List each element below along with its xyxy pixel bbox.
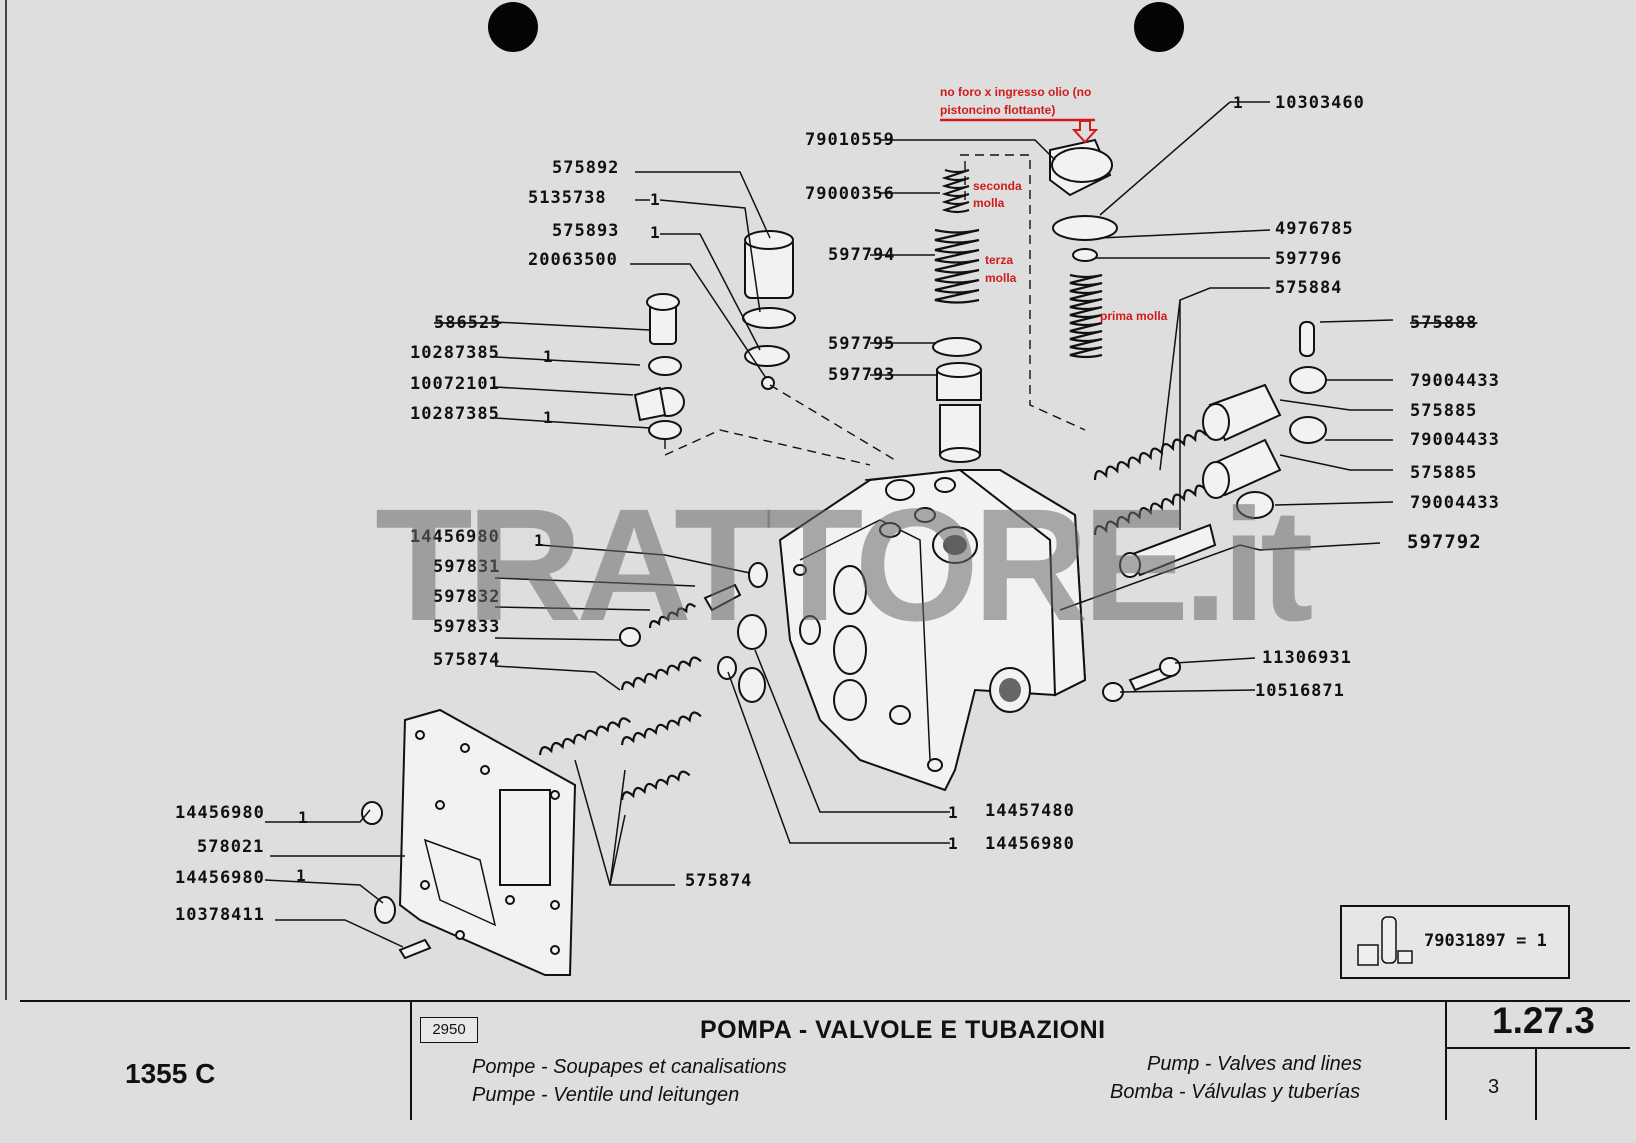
label-575874-a: 575874 [433, 650, 500, 670]
qty-14456980-b: 1 [298, 808, 308, 827]
model-number: 1355 C [125, 1058, 216, 1089]
spring-597832 [648, 603, 696, 629]
label-4976785: 4976785 [1275, 219, 1354, 239]
qty-14456980-a: 1 [534, 531, 544, 550]
kit-text: 79031897 = 1 [1424, 931, 1547, 951]
label-10072101: 10072101 [410, 374, 500, 394]
springs-575874 [538, 656, 702, 801]
plug-10303460 [1049, 138, 1118, 359]
label-597796: 597796 [1275, 249, 1342, 269]
plug-597833 [619, 627, 641, 647]
label-5135738: 5135738 [528, 188, 607, 208]
label-586525: 586525 [434, 313, 501, 333]
page-number: 3 [1488, 1076, 1500, 1098]
qty-14456980-c: 1 [296, 866, 306, 885]
label-14456980-c: 14456980 [175, 868, 265, 888]
page-title: POMPA - VALVOLE E TUBAZIONI [700, 1016, 1106, 1044]
kit-box: 79031897 = 1 [1340, 905, 1570, 979]
note-prima: prima molla [1100, 309, 1168, 323]
title-en: Pump - Valves and lines [1147, 1053, 1362, 1075]
pump-body [778, 469, 1087, 792]
label-10287385-b: 10287385 [410, 404, 500, 424]
qty-10287385-b: 1 [543, 408, 553, 427]
label-597832: 597832 [433, 587, 500, 607]
label-575874-b: 575874 [685, 871, 752, 891]
label-10303460: 10303460 [1275, 93, 1365, 113]
title-de: Pumpe - Ventile und leitungen [472, 1084, 740, 1106]
label-597831: 597831 [433, 557, 500, 577]
label-597793: 597793 [828, 365, 895, 385]
sheet-number: 1.27.3 [1492, 1000, 1595, 1041]
qty-14457480: 1 [948, 803, 958, 822]
note-terza-2: molla [985, 271, 1017, 285]
label-11306931: 11306931 [1262, 648, 1352, 668]
divider [410, 1002, 412, 1120]
binder-hole-left [488, 2, 538, 52]
title-fr: Pompe - Soupapes et canalisations [472, 1056, 787, 1078]
o-rings [361, 562, 768, 924]
qty-5135738: 1 [650, 190, 660, 209]
label-597794: 597794 [828, 245, 895, 265]
title-es: Bomba - Válvulas y tuberías [1110, 1081, 1361, 1103]
leader-lines [264, 101, 1394, 948]
label-597833: 597833 [433, 617, 500, 637]
label-575884: 575884 [1275, 278, 1342, 298]
plug-575892 [742, 230, 796, 390]
label-79004433-a: 79004433 [1410, 371, 1500, 391]
label-575893: 575893 [552, 221, 619, 241]
valve-stack-center [932, 168, 982, 463]
note-seconda-2: molla [973, 196, 1005, 210]
right-valve-group [1093, 321, 1327, 578]
banjo-fitting [633, 293, 685, 440]
label-10378411: 10378411 [175, 905, 265, 925]
label-575885-b: 575885 [1410, 463, 1477, 483]
label-14456980-d: 14456980 [985, 834, 1075, 854]
label-79010559: 79010559 [805, 130, 895, 150]
label-575885-a: 575885 [1410, 401, 1477, 421]
label-79004433-c: 79004433 [1410, 493, 1500, 513]
label-597792: 597792 [1407, 531, 1482, 553]
note-no-hole-2: pistoncino flottante) [940, 103, 1055, 117]
screw-10378411 [398, 938, 432, 960]
divider [1447, 1047, 1630, 1049]
watermark: TRATTORE.it [375, 475, 1312, 654]
cover-plate [398, 708, 577, 976]
kit-icon [1357, 916, 1413, 966]
qty-575893: 1 [650, 223, 660, 242]
exploded-view-diagram: 1 10303460 79010559 575892 5135738 1 790… [5, 0, 1500, 1000]
label-578021: 578021 [197, 837, 264, 857]
note-terza-1: terza [985, 253, 1013, 267]
divider [1445, 1002, 1447, 1120]
label-575888: 575888 [1410, 313, 1477, 333]
section-code: 2950 [420, 1017, 478, 1043]
label-14457480: 14457480 [985, 801, 1075, 821]
piston-597831 [703, 583, 742, 612]
label-79000356: 79000356 [805, 184, 895, 204]
label-10516871: 10516871 [1255, 681, 1345, 701]
label-14456980-b: 14456980 [175, 803, 265, 823]
qty-10287385-a: 1 [543, 347, 553, 366]
title-block [20, 1000, 1630, 1120]
note-seconda-1: seconda [973, 179, 1022, 193]
label-14456980-a: 14456980 [410, 527, 500, 547]
qty-10303460: 1 [1233, 93, 1243, 112]
label-79004433-b: 79004433 [1410, 430, 1500, 450]
divider [1535, 1047, 1537, 1120]
label-575892: 575892 [552, 158, 619, 178]
label-597795: 597795 [828, 334, 895, 354]
qty-14456980-d: 1 [948, 834, 958, 853]
label-10287385-a: 10287385 [410, 343, 500, 363]
note-no-hole-1: no foro x ingresso olio (no [940, 85, 1091, 99]
binder-hole-right [1134, 2, 1184, 52]
label-20063500: 20063500 [528, 250, 618, 270]
